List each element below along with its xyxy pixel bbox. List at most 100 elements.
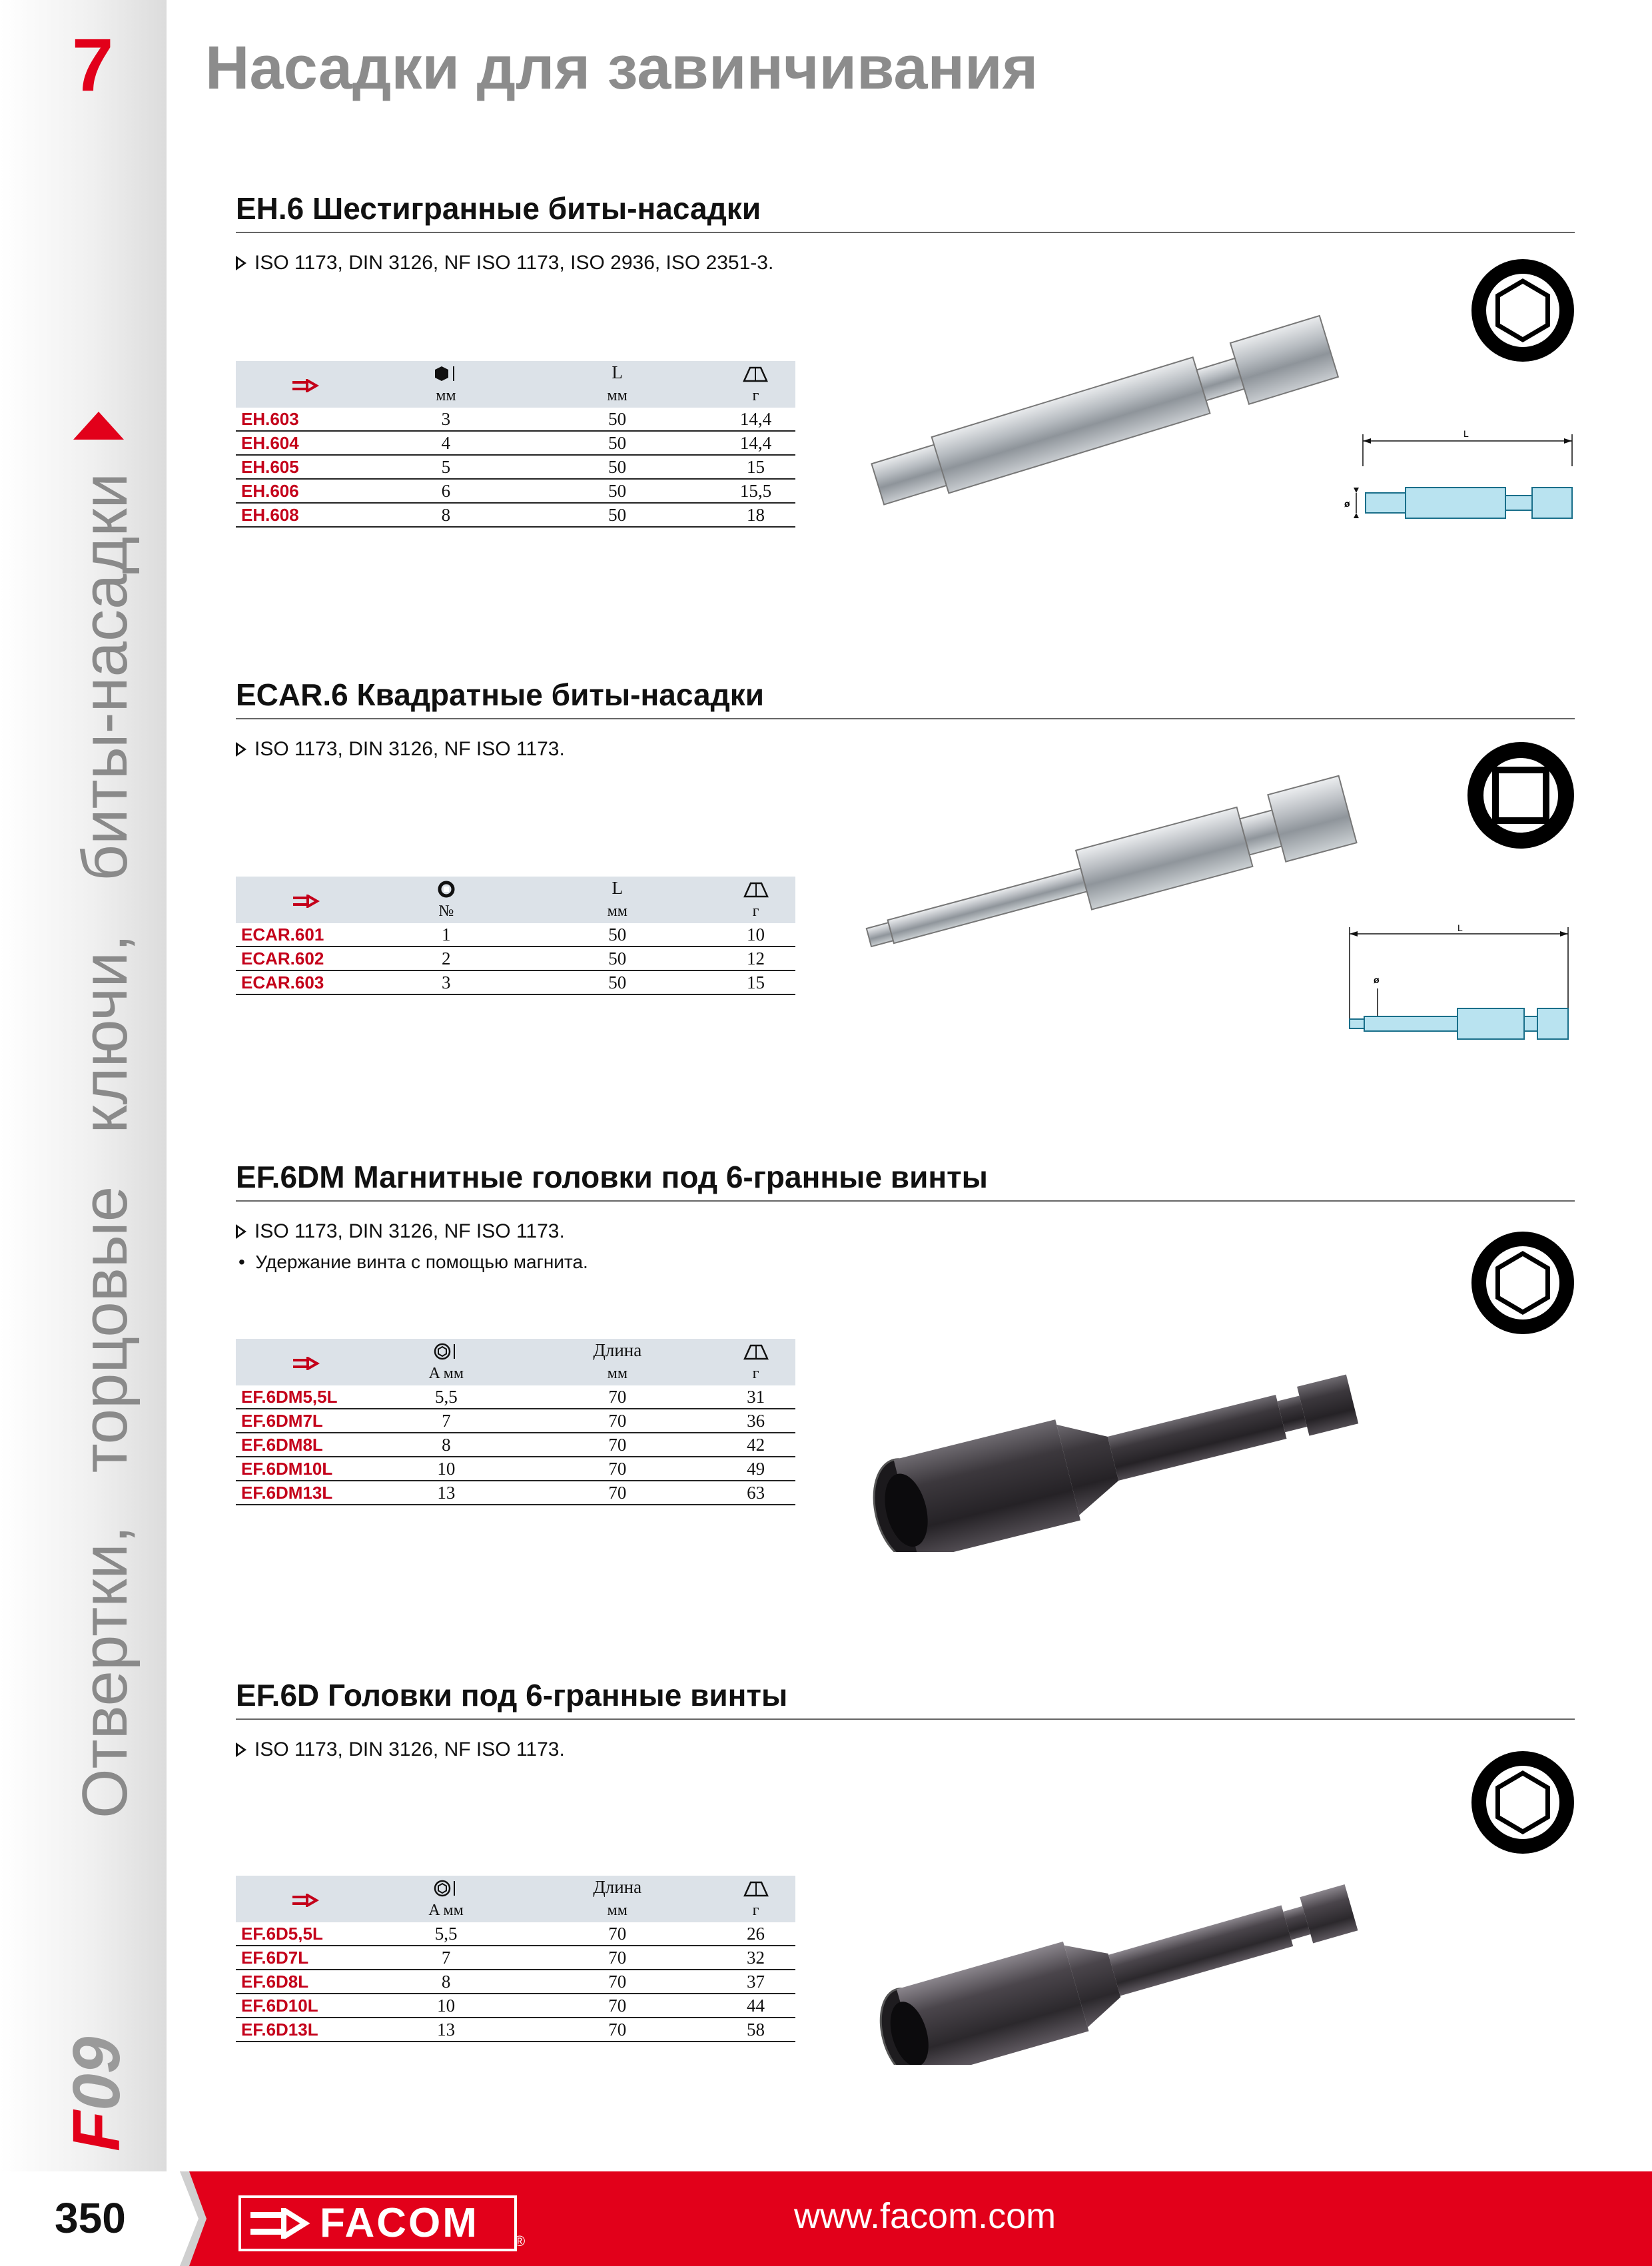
side-margin <box>0 0 167 2171</box>
weight-icon <box>743 367 769 382</box>
standards-text: ISO 1173, DIN 3126, NF ISO 1173. <box>254 1220 565 1242</box>
size-cell: 4 <box>373 431 519 456</box>
catalogue-code: F09 <box>59 2037 134 2151</box>
length-cell: 70 <box>518 1457 717 1481</box>
col-length-header: L <box>518 361 716 384</box>
hex-size-icon <box>435 366 455 381</box>
square-bit-dimension-drawing: L ø <box>1349 923 1569 1040</box>
col-length-unit: мм <box>518 384 716 408</box>
col-weight-header <box>716 877 795 899</box>
section-ef6dm: EF.6DM Магнитные головки под 6-гранные в… <box>236 1162 1575 1273</box>
section-title: EF.6DM Магнитные головки под 6-гранные в… <box>236 1162 1575 1202</box>
ref-cell: EF.6D10L <box>236 1994 374 2018</box>
length-cell: 50 <box>518 923 717 947</box>
standards-text: ISO 1173, DIN 3126, NF ISO 1173. <box>254 738 565 760</box>
weight-cell: 15 <box>715 455 795 480</box>
standards-text: ISO 1173, DIN 3126, NF ISO 1173. <box>254 1738 565 1760</box>
side-category-text: Отвертки, торцовые ключи, биты-насадки <box>69 473 141 1819</box>
size-cell: 5,5 <box>374 1385 519 1409</box>
size-cell: 10 <box>374 1457 519 1481</box>
ref-header <box>236 361 374 408</box>
col-weight-unit: г <box>716 899 795 923</box>
size-cell: 13 <box>373 2018 519 2042</box>
reference-arrow-icon <box>292 378 320 392</box>
length-cell: 70 <box>518 1481 717 1505</box>
chevron-right-icon <box>167 2171 206 2266</box>
weight-cell: 32 <box>716 1946 795 1970</box>
col-weight-header <box>715 361 795 384</box>
length-cell: 70 <box>518 1409 717 1433</box>
hexagon-profile-icon <box>1471 259 1574 362</box>
triangle-bullet-icon <box>236 1742 246 1757</box>
weight-icon <box>743 883 769 898</box>
side-word: торцовые <box>69 1186 141 1473</box>
ref-cell: EF.6DM7L <box>236 1409 374 1433</box>
size-cell: 5,5 <box>373 1922 519 1946</box>
feature-note: • Удержание винта с помощью магнита. <box>238 1252 588 1272</box>
weight-cell: 44 <box>716 1994 795 2018</box>
square-bit-photo <box>865 775 1358 948</box>
ref-cell: EF.6DM10L <box>236 1457 374 1481</box>
side-word: Отвертки, <box>69 1525 141 1819</box>
size-cell: 2 <box>374 946 519 971</box>
up-triangle-icon <box>73 412 124 440</box>
ref-cell: EF.6D5,5L <box>236 1922 374 1946</box>
weight-cell: 18 <box>715 503 795 528</box>
size-cell: 5 <box>373 455 519 480</box>
page-number-box <box>0 2171 180 2266</box>
website-link[interactable]: www.facom.com <box>794 2196 1056 2236</box>
col-size-header <box>373 361 519 384</box>
col-weight-unit: г <box>716 1361 795 1385</box>
brand-name: FACOM <box>320 2200 479 2246</box>
side-word: биты-насадки <box>69 473 141 881</box>
length-cell: 50 <box>518 970 717 995</box>
triangle-bullet-icon <box>236 1224 246 1239</box>
feature-note-text: Удержание винта с помощью магнита. <box>255 1252 588 1272</box>
dimension-label-length: L <box>1463 428 1469 439</box>
size-cell: 8 <box>373 1970 519 1994</box>
length-cell: 50 <box>518 946 717 971</box>
size-cell: 10 <box>373 1994 519 2018</box>
weight-cell: 37 <box>716 1970 795 1994</box>
dimension-label-diameter: ø <box>1374 974 1380 985</box>
weight-icon <box>743 1882 769 1897</box>
col-length-header: Длина <box>518 1876 717 1898</box>
weight-cell: 14,4 <box>715 431 795 456</box>
ref-cell: ECAR.601 <box>236 923 374 947</box>
reference-arrow-icon <box>292 894 320 908</box>
col-weight-unit: г <box>716 1898 795 1922</box>
ref-cell: EF.6D8L <box>236 1970 374 1994</box>
page-number: 350 <box>55 2194 126 2242</box>
square-profile-icon <box>1467 742 1574 849</box>
col-length-unit: мм <box>518 1898 717 1922</box>
size-cell: 13 <box>374 1481 519 1505</box>
weight-cell: 49 <box>716 1457 795 1481</box>
col-length-header: L <box>518 877 717 899</box>
length-cell: 70 <box>518 1946 717 1970</box>
magnetic-nutsetter-photo <box>873 1374 1359 1552</box>
hexagon-profile-icon <box>1471 1751 1574 1854</box>
ref-cell: EF.6D13L <box>236 2018 374 2042</box>
size-cell: 3 <box>374 970 519 995</box>
facom-arrow-icon <box>250 2208 310 2239</box>
reference-arrow-icon <box>292 1893 320 1907</box>
hex-socket-size-icon <box>434 1880 455 1897</box>
col-size-header <box>373 1876 519 1898</box>
ref-cell: ECAR.603 <box>236 970 374 995</box>
length-cell: 50 <box>518 408 716 432</box>
catalogue-code-number: 09 <box>59 2036 134 2111</box>
ref-cell: EF.6DM8L <box>236 1433 374 1457</box>
